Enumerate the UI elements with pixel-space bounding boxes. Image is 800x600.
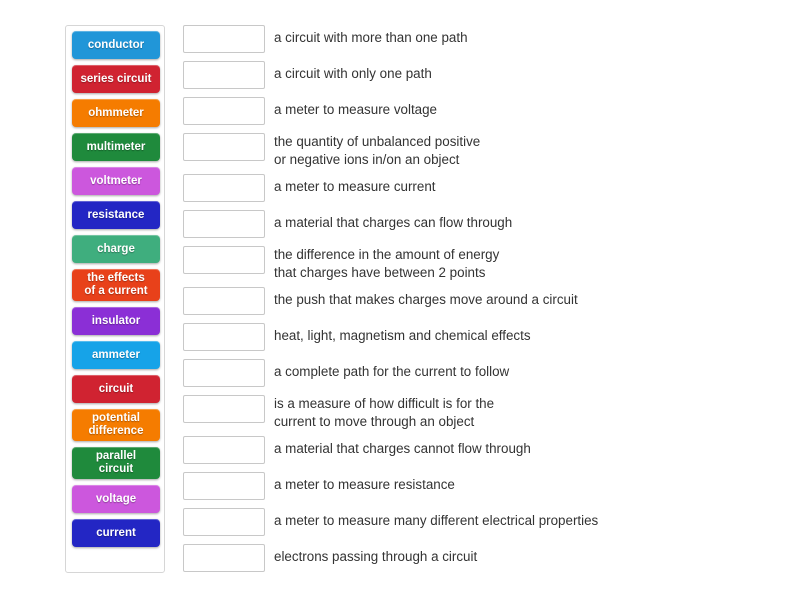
- answer-row: a circuit with only one path: [183, 61, 783, 89]
- definition-text: a meter to measure many different electr…: [274, 513, 599, 528]
- answer-row: a meter to measure resistance: [183, 472, 783, 500]
- answer-row: a complete path for the current to follo…: [183, 359, 783, 387]
- answer-drop-box[interactable]: [183, 287, 265, 315]
- answer-row: the push that makes charges move around …: [183, 287, 783, 315]
- definition-text: a complete path for the current to follo…: [274, 364, 510, 379]
- answer-drop-box[interactable]: [183, 472, 265, 500]
- answer-drop-box[interactable]: [183, 246, 265, 274]
- definition-text: a material that charges can flow through: [274, 215, 513, 230]
- answer-drop-box[interactable]: [183, 323, 265, 351]
- definition-text: a meter to measure voltage: [274, 102, 438, 117]
- answer-drop-box[interactable]: [183, 359, 265, 387]
- answer-drop-box[interactable]: [183, 174, 265, 202]
- answer-drop-box[interactable]: [183, 508, 265, 536]
- answer-row: the difference in the amount of energy t…: [183, 246, 783, 281]
- answer-drop-box[interactable]: [183, 544, 265, 572]
- answer-rows-list: a circuit with more than one path a circu…: [183, 25, 783, 580]
- term-tile[interactable]: series circuit: [72, 65, 160, 93]
- term-tile[interactable]: resistance: [72, 201, 160, 229]
- definition-text: the difference in the amount of energy t…: [274, 247, 500, 280]
- term-tile-label: parallel circuit: [95, 450, 137, 475]
- term-tile[interactable]: voltage: [72, 485, 160, 513]
- answer-drop-box[interactable]: [183, 25, 265, 53]
- term-tile-label: ammeter: [92, 348, 140, 361]
- answer-row: a meter to measure many different electr…: [183, 508, 783, 536]
- answer-row: heat, light, magnetism and chemical effe…: [183, 323, 783, 351]
- term-tile[interactable]: ohmmeter: [72, 99, 160, 127]
- term-tile-label: potential difference: [88, 412, 144, 437]
- term-tile[interactable]: multimeter: [72, 133, 160, 161]
- definition-text: a meter to measure current: [274, 179, 436, 194]
- term-tile[interactable]: insulator: [72, 307, 160, 335]
- definition-text: a material that charges cannot flow thro…: [274, 441, 531, 456]
- answer-row: a circuit with more than one path: [183, 25, 783, 53]
- term-tile-label: resistance: [87, 208, 145, 221]
- answer-row: is a measure of how difficult is for the…: [183, 395, 783, 430]
- term-tile-label: series circuit: [80, 72, 152, 85]
- term-tile[interactable]: circuit: [72, 375, 160, 403]
- definition-text: is a measure of how difficult is for the…: [274, 396, 495, 429]
- definition-text: heat, light, magnetism and chemical effe…: [274, 328, 531, 343]
- term-tile[interactable]: ammeter: [72, 341, 160, 369]
- answer-row: a material that charges can flow through: [183, 210, 783, 238]
- term-tile[interactable]: parallel circuit: [72, 447, 160, 479]
- answer-drop-box[interactable]: [183, 97, 265, 125]
- definition-text: a meter to measure resistance: [274, 477, 455, 492]
- term-tile-label: conductor: [87, 38, 145, 51]
- term-tile-label: insulator: [91, 314, 141, 327]
- answer-row: a material that charges cannot flow thro…: [183, 436, 783, 464]
- answer-row: a meter to measure voltage: [183, 97, 783, 125]
- answer-drop-box[interactable]: [183, 133, 265, 161]
- draggable-terms-panel: conductor series circuit ohmmeter multimete…: [65, 25, 165, 573]
- term-tile[interactable]: charge: [72, 235, 160, 263]
- term-tile[interactable]: current: [72, 519, 160, 547]
- definition-text: a circuit with more than one path: [274, 30, 468, 45]
- answer-drop-box[interactable]: [183, 395, 265, 423]
- answer-row: a meter to measure current: [183, 174, 783, 202]
- definition-text: electrons passing through a circuit: [274, 549, 478, 564]
- definition-text: a circuit with only one path: [274, 66, 432, 81]
- answer-drop-box[interactable]: [183, 436, 265, 464]
- term-tile-label: multimeter: [86, 140, 146, 153]
- term-tile[interactable]: the effects of a current: [72, 269, 160, 301]
- term-tile-label: circuit: [98, 382, 134, 395]
- term-tile-label: voltmeter: [90, 174, 142, 187]
- term-tile-label: charge: [97, 242, 135, 255]
- term-tile-label: the effects of a current: [84, 272, 148, 297]
- term-tile[interactable]: potential difference: [72, 409, 160, 441]
- definition-text: the push that makes charges move around …: [274, 292, 578, 307]
- answer-row: electrons passing through a circuit: [183, 544, 783, 572]
- term-tile[interactable]: voltmeter: [72, 167, 160, 195]
- answer-row: the quantity of unbalanced positive or n…: [183, 133, 783, 168]
- term-tile-label: current: [96, 526, 136, 539]
- term-tile-label: voltage: [95, 492, 137, 505]
- definition-text: the quantity of unbalanced positive or n…: [274, 134, 481, 167]
- answer-drop-box[interactable]: [183, 61, 265, 89]
- term-tile-label: ohmmeter: [88, 106, 144, 119]
- answer-drop-box[interactable]: [183, 210, 265, 238]
- term-tile[interactable]: conductor: [72, 31, 160, 59]
